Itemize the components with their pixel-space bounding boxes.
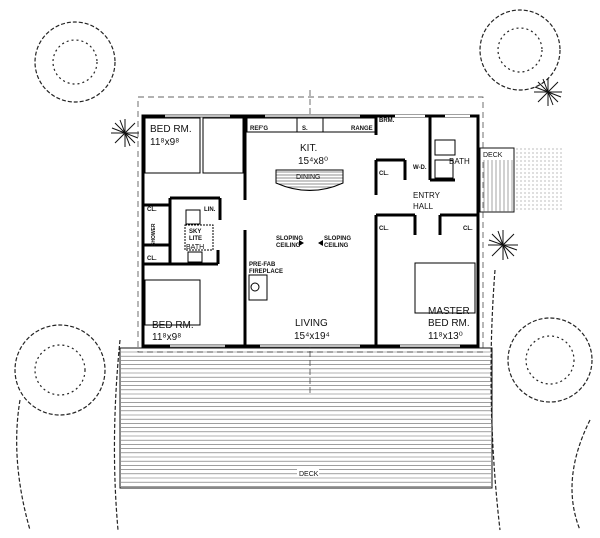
sink-label: S. bbox=[302, 126, 308, 132]
bed-room-2-label: BED RM. bbox=[152, 320, 194, 331]
living-label: LIVING bbox=[295, 318, 328, 329]
entry-label: ENTRY bbox=[413, 191, 441, 200]
sloping-ceiling-left: SLOPING bbox=[276, 236, 303, 242]
master-label: MASTER bbox=[428, 306, 470, 317]
bath-left-label: BATH bbox=[186, 244, 204, 251]
refrigerator-label: REF'G bbox=[250, 126, 268, 132]
dining-label: DINING bbox=[296, 174, 321, 181]
closet-label: CL. bbox=[463, 226, 473, 232]
closet-label: CL. bbox=[147, 256, 157, 262]
bed-room-1-label: BED RM. bbox=[150, 124, 192, 135]
walls bbox=[141, 114, 480, 348]
sloping-ceiling-right-2: CEILING bbox=[324, 243, 349, 249]
fireplace-label-2: FIREPLACE bbox=[249, 269, 283, 275]
bed-room-2-size: 11⁸x9⁸ bbox=[152, 332, 181, 343]
linen-label: LIN. bbox=[204, 207, 216, 213]
deck-side bbox=[479, 147, 564, 213]
closet-label: CL. bbox=[379, 226, 389, 232]
broom-closet-label: BRM. bbox=[379, 118, 395, 124]
kitchen-size: 15⁴x8⁰ bbox=[298, 156, 328, 167]
sloping-ceiling-right: SLOPING bbox=[324, 236, 351, 242]
bed-room-1-size: 11⁸x9⁸ bbox=[150, 137, 179, 148]
closet-label: CL. bbox=[147, 207, 157, 213]
bath-right-label: BATH bbox=[449, 157, 470, 166]
washer-dryer-label: W-D. bbox=[413, 165, 427, 171]
shower-label: SHOWER bbox=[151, 223, 157, 246]
side-deck-label: DECK bbox=[483, 152, 503, 159]
fireplace-label: PRE-FAB bbox=[249, 262, 276, 268]
entry-label-2: HALL bbox=[413, 202, 434, 211]
closet-label: CL. bbox=[379, 171, 389, 177]
deck-main bbox=[119, 347, 493, 489]
range-label: RANGE bbox=[351, 126, 373, 132]
living-size: 15⁴x19⁴ bbox=[294, 331, 330, 342]
skylite-label-2: LITE bbox=[189, 236, 202, 242]
master-size: 11⁸x13⁰ bbox=[428, 331, 463, 342]
arrow-icons bbox=[299, 240, 323, 246]
skylite-label: SKY bbox=[189, 229, 201, 235]
master-label-2: BED RM. bbox=[428, 318, 470, 329]
deck-label: DECK bbox=[299, 471, 319, 478]
kitchen-label: KIT. bbox=[300, 143, 317, 154]
sloping-ceiling-left-2: CEILING bbox=[276, 243, 301, 249]
tree-icons bbox=[14, 9, 593, 531]
shrub-icons bbox=[111, 78, 562, 260]
